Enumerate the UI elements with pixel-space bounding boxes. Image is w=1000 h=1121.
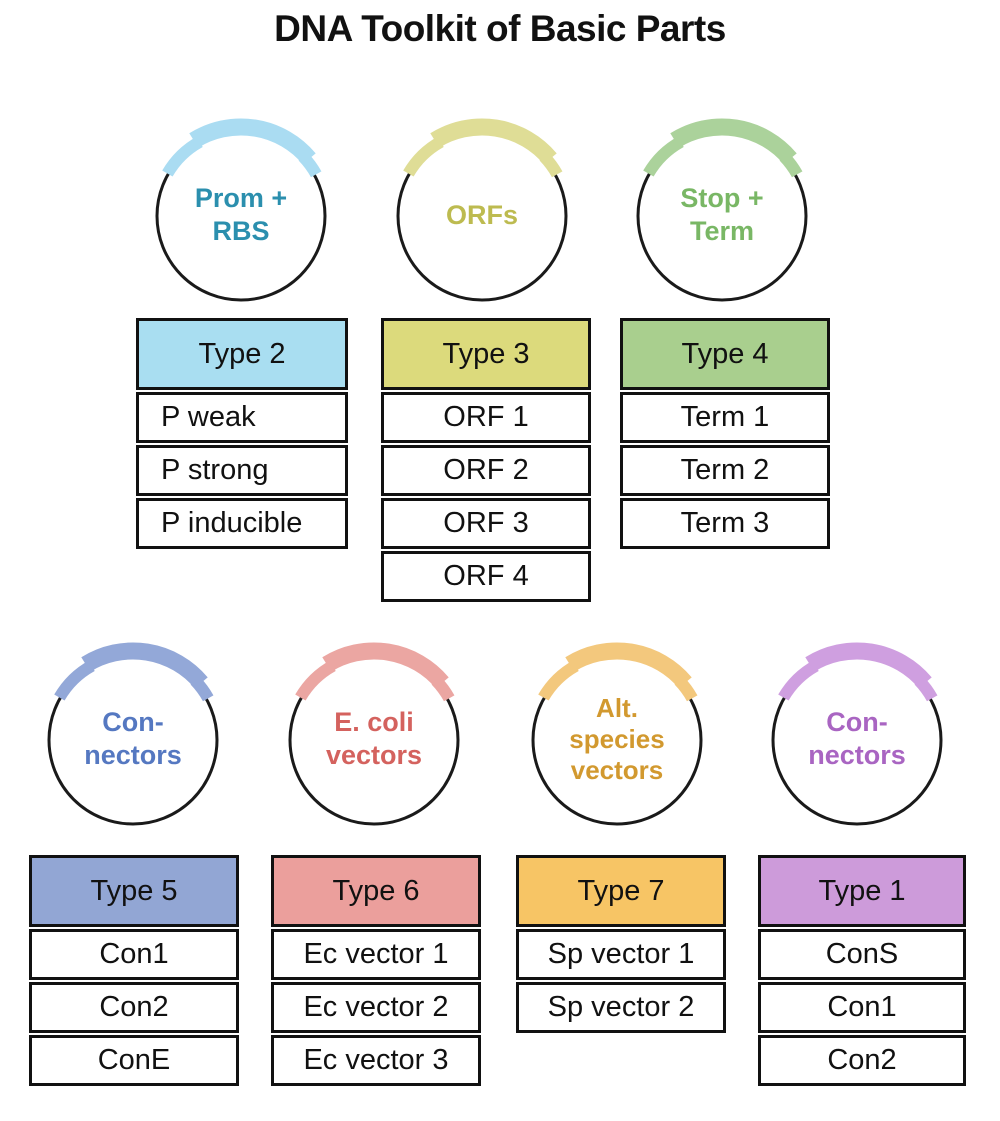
plasmid-graphic bbox=[636, 118, 808, 302]
plasmid-label-line: Con- bbox=[102, 707, 164, 737]
plasmid-label: Con- nectors bbox=[23, 634, 243, 834]
parts-table-type-2: Type 2 P weak P strong P inducible bbox=[136, 318, 348, 549]
plasmid-arc-tip bbox=[779, 152, 803, 178]
table-row: Term 2 bbox=[620, 445, 830, 496]
table-row: Ec vector 3 bbox=[271, 1035, 481, 1086]
table-row: P weak bbox=[136, 392, 348, 443]
plasmid-orfs: ORFs bbox=[372, 110, 592, 310]
table-row: Sp vector 2 bbox=[516, 982, 726, 1033]
plasmid-label: Alt. species vectors bbox=[507, 634, 727, 834]
plasmid-arc-tip bbox=[431, 676, 455, 702]
plasmid-arc bbox=[189, 118, 316, 165]
plasmid-label-line: species bbox=[569, 723, 665, 754]
plasmid-stop-term: Stop + Term bbox=[612, 110, 832, 310]
table-header: Type 7 bbox=[516, 855, 726, 927]
plasmid-label: Stop + Term bbox=[612, 110, 832, 310]
table-row: Con2 bbox=[758, 1035, 966, 1086]
plasmid-label-line: vectors bbox=[325, 740, 423, 770]
plasmid-label-line: Alt. bbox=[596, 692, 638, 723]
plasmid-label-line: Prom + bbox=[194, 183, 288, 213]
table-row: ORF 3 bbox=[381, 498, 591, 549]
parts-table-type-1: Type 1 ConS Con1 Con2 bbox=[758, 855, 966, 1086]
table-row: ConE bbox=[29, 1035, 239, 1086]
page-title: DNA Toolkit of Basic Parts bbox=[274, 8, 726, 49]
parts-table-type-6: Type 6 Ec vector 1 Ec vector 2 Ec vector… bbox=[271, 855, 481, 1086]
table-row: Ec vector 1 bbox=[271, 929, 481, 980]
table-header: Type 2 bbox=[136, 318, 348, 390]
plasmid-ecoli-vectors: E. coli vectors bbox=[264, 634, 484, 834]
plasmid-alt-species-vectors: Alt. species vectors bbox=[507, 634, 727, 834]
plasmid-label-line: Stop + bbox=[680, 183, 764, 213]
plasmid-label-line: ORFs bbox=[445, 199, 518, 230]
plasmid-label-line: RBS bbox=[212, 216, 270, 246]
plasmid-label-line: nectors bbox=[808, 740, 906, 770]
table-row: ORF 1 bbox=[381, 392, 591, 443]
plasmid-arc bbox=[670, 118, 797, 165]
table-row: Term 3 bbox=[620, 498, 830, 549]
table-row: Ec vector 2 bbox=[271, 982, 481, 1033]
table-header: Type 6 bbox=[271, 855, 481, 927]
plasmid-label: E. coli vectors bbox=[264, 634, 484, 834]
plasmid-connectors-type5: Con- nectors bbox=[23, 634, 243, 834]
plasmid-graphic bbox=[396, 118, 568, 302]
table-row: Term 1 bbox=[620, 392, 830, 443]
plasmid-arc-tip bbox=[914, 676, 938, 702]
table-row: ORF 4 bbox=[381, 551, 591, 602]
table-row: P inducible bbox=[136, 498, 348, 549]
plasmid-prom-rbs: Prom + RBS bbox=[131, 110, 351, 310]
parts-table-type-7: Type 7 Sp vector 1 Sp vector 2 bbox=[516, 855, 726, 1033]
table-row: ConS bbox=[758, 929, 966, 980]
plasmid-label-line: Con- bbox=[826, 707, 888, 737]
table-header: Type 4 bbox=[620, 318, 830, 390]
plasmid-graphic bbox=[288, 642, 460, 826]
plasmid-graphic bbox=[771, 642, 943, 826]
plasmid-label-line: nectors bbox=[84, 740, 182, 770]
table-row: P strong bbox=[136, 445, 348, 496]
table-header: Type 1 bbox=[758, 855, 966, 927]
table-header: Type 5 bbox=[29, 855, 239, 927]
table-row: Con2 bbox=[29, 982, 239, 1033]
plasmid-arc-tip bbox=[190, 676, 214, 702]
plasmid-graphic bbox=[155, 118, 327, 302]
plasmid-arc-tip bbox=[674, 676, 698, 702]
plasmid-label: Con- nectors bbox=[747, 634, 967, 834]
parts-table-type-3: Type 3 ORF 1 ORF 2 ORF 3 ORF 4 bbox=[381, 318, 591, 602]
plasmid-connectors-type1: Con- nectors bbox=[747, 634, 967, 834]
table-row: Sp vector 1 bbox=[516, 929, 726, 980]
plasmid-label-line: vectors bbox=[570, 754, 664, 785]
parts-table-type-5: Type 5 Con1 Con2 ConE bbox=[29, 855, 239, 1086]
plasmid-graphic bbox=[531, 642, 703, 826]
parts-table-type-4: Type 4 Term 1 Term 2 Term 3 bbox=[620, 318, 830, 549]
table-row: ORF 2 bbox=[381, 445, 591, 496]
plasmid-label-line: E. coli bbox=[334, 707, 414, 737]
plasmid-arc-tip bbox=[539, 152, 563, 178]
plasmid-arc-tip bbox=[298, 152, 322, 178]
plasmid-arc bbox=[81, 642, 208, 689]
table-row: Con1 bbox=[758, 982, 966, 1033]
plasmid-arc bbox=[565, 642, 692, 689]
table-header: Type 3 bbox=[381, 318, 591, 390]
plasmid-label-line: Term bbox=[689, 216, 755, 246]
plasmid-arc bbox=[805, 642, 932, 689]
plasmid-arc bbox=[430, 118, 557, 165]
plasmid-arc bbox=[322, 642, 449, 689]
plasmid-graphic bbox=[47, 642, 219, 826]
plasmid-label: ORFs bbox=[372, 110, 592, 310]
plasmid-label: Prom + RBS bbox=[131, 110, 351, 310]
table-row: Con1 bbox=[29, 929, 239, 980]
